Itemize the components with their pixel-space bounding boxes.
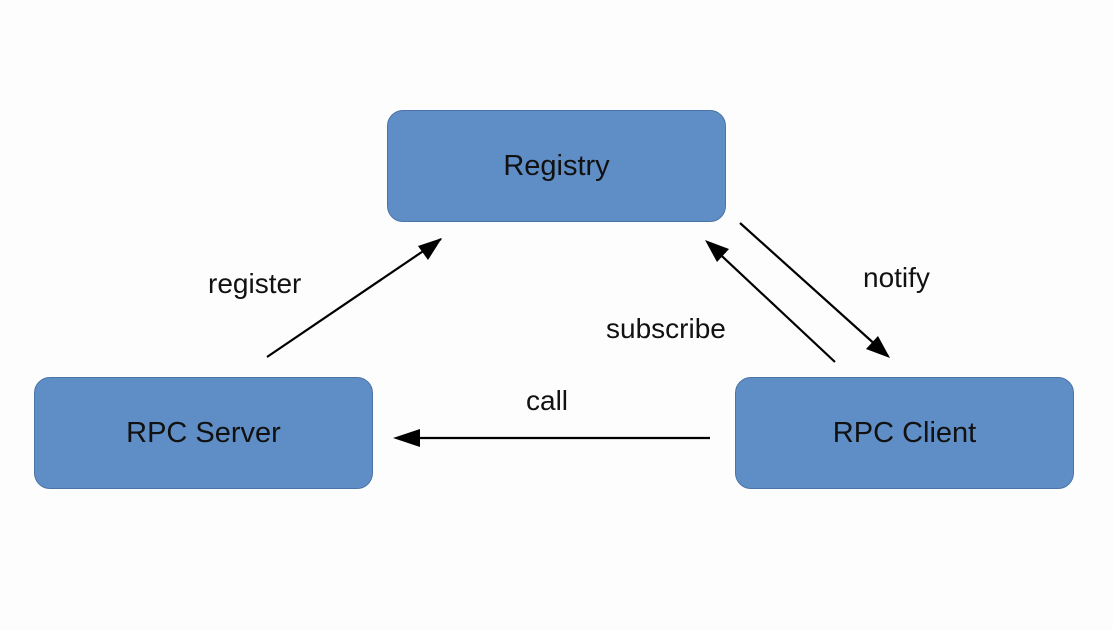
notify-arrowhead bbox=[866, 336, 890, 358]
call-label: call bbox=[526, 385, 569, 416]
registry-node: Registry bbox=[387, 110, 726, 222]
subscribe-arrow bbox=[708, 243, 836, 363]
call-arrowhead bbox=[393, 429, 420, 447]
subscribe-arrowhead bbox=[705, 240, 729, 262]
notify-arrow bbox=[739, 222, 889, 357]
rpc-server-label: RPC Server bbox=[126, 416, 281, 449]
register-arrowhead bbox=[418, 238, 442, 260]
register-arrow bbox=[266, 238, 442, 358]
rpc-client-node: RPC Client bbox=[735, 377, 1074, 489]
register-label: register bbox=[208, 268, 302, 299]
registry-label: Registry bbox=[503, 149, 610, 182]
notify-label: notify bbox=[863, 262, 930, 293]
rpc-server-node: RPC Server bbox=[34, 377, 373, 489]
subscribe-label: subscribe bbox=[606, 313, 726, 344]
rpc-client-label: RPC Client bbox=[832, 416, 977, 449]
